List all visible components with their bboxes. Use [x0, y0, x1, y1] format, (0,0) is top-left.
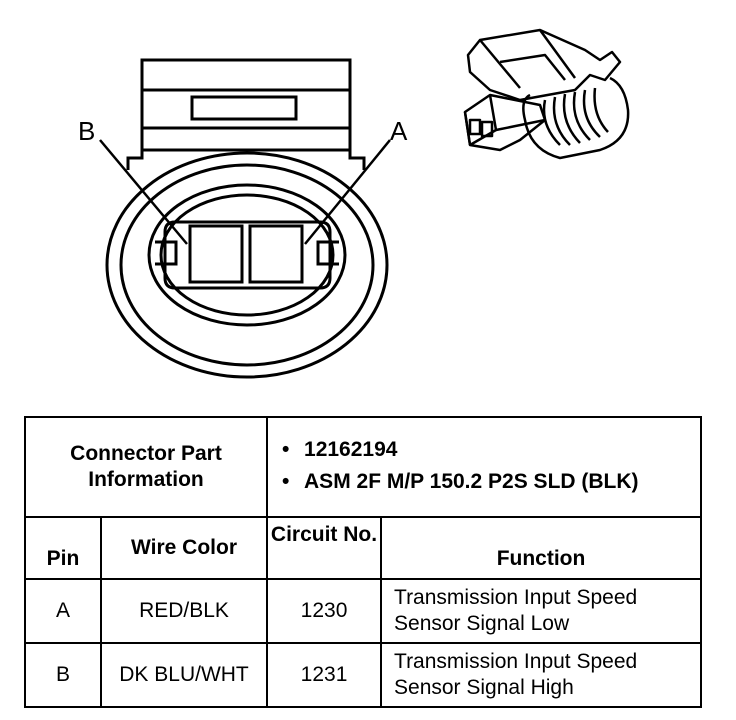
- col-header-wire-color: Wire Color: [99, 516, 269, 580]
- cell-circuit-no: 1230: [266, 578, 383, 644]
- pin-b-label: B: [78, 116, 95, 146]
- col-header-pin: Pin: [24, 516, 102, 580]
- col-header-function: Function: [380, 516, 703, 580]
- table-row: B DK BLU/WHT 1231 Transmission Input Spe…: [24, 642, 703, 708]
- connector-pinout-table: Connector Part Information 12162194 ASM …: [23, 416, 703, 708]
- connector-face-view: [99, 58, 391, 379]
- cell-pin: B: [24, 642, 102, 708]
- part-info-label: Connector Part Information: [23, 416, 269, 518]
- part-description: ASM 2F M/P 150.2 P2S SLD (BLK): [282, 469, 700, 495]
- connector-isometric-view: [463, 28, 630, 160]
- column-header-row: Pin Wire Color Circuit No. Function: [24, 516, 703, 580]
- part-info-row: Connector Part Information 12162194 ASM …: [23, 416, 703, 518]
- cell-circuit-no: 1231: [266, 642, 383, 708]
- part-info-values: 12162194 ASM 2F M/P 150.2 P2S SLD (BLK): [266, 416, 703, 518]
- cell-function: Transmission Input Speed Sensor Signal L…: [380, 578, 703, 644]
- cell-wire-color: DK BLU/WHT: [99, 642, 269, 708]
- table-row: A RED/BLK 1230 Transmission Input Speed …: [24, 578, 703, 644]
- cell-function: Transmission Input Speed Sensor Signal H…: [380, 642, 703, 708]
- part-number: 12162194: [282, 437, 700, 463]
- cell-pin: A: [24, 578, 102, 644]
- connector-drawing: B A: [78, 28, 630, 379]
- cell-wire-color: RED/BLK: [99, 578, 269, 644]
- pin-a-label: A: [390, 116, 408, 146]
- col-header-circuit-no: Circuit No.: [266, 516, 383, 580]
